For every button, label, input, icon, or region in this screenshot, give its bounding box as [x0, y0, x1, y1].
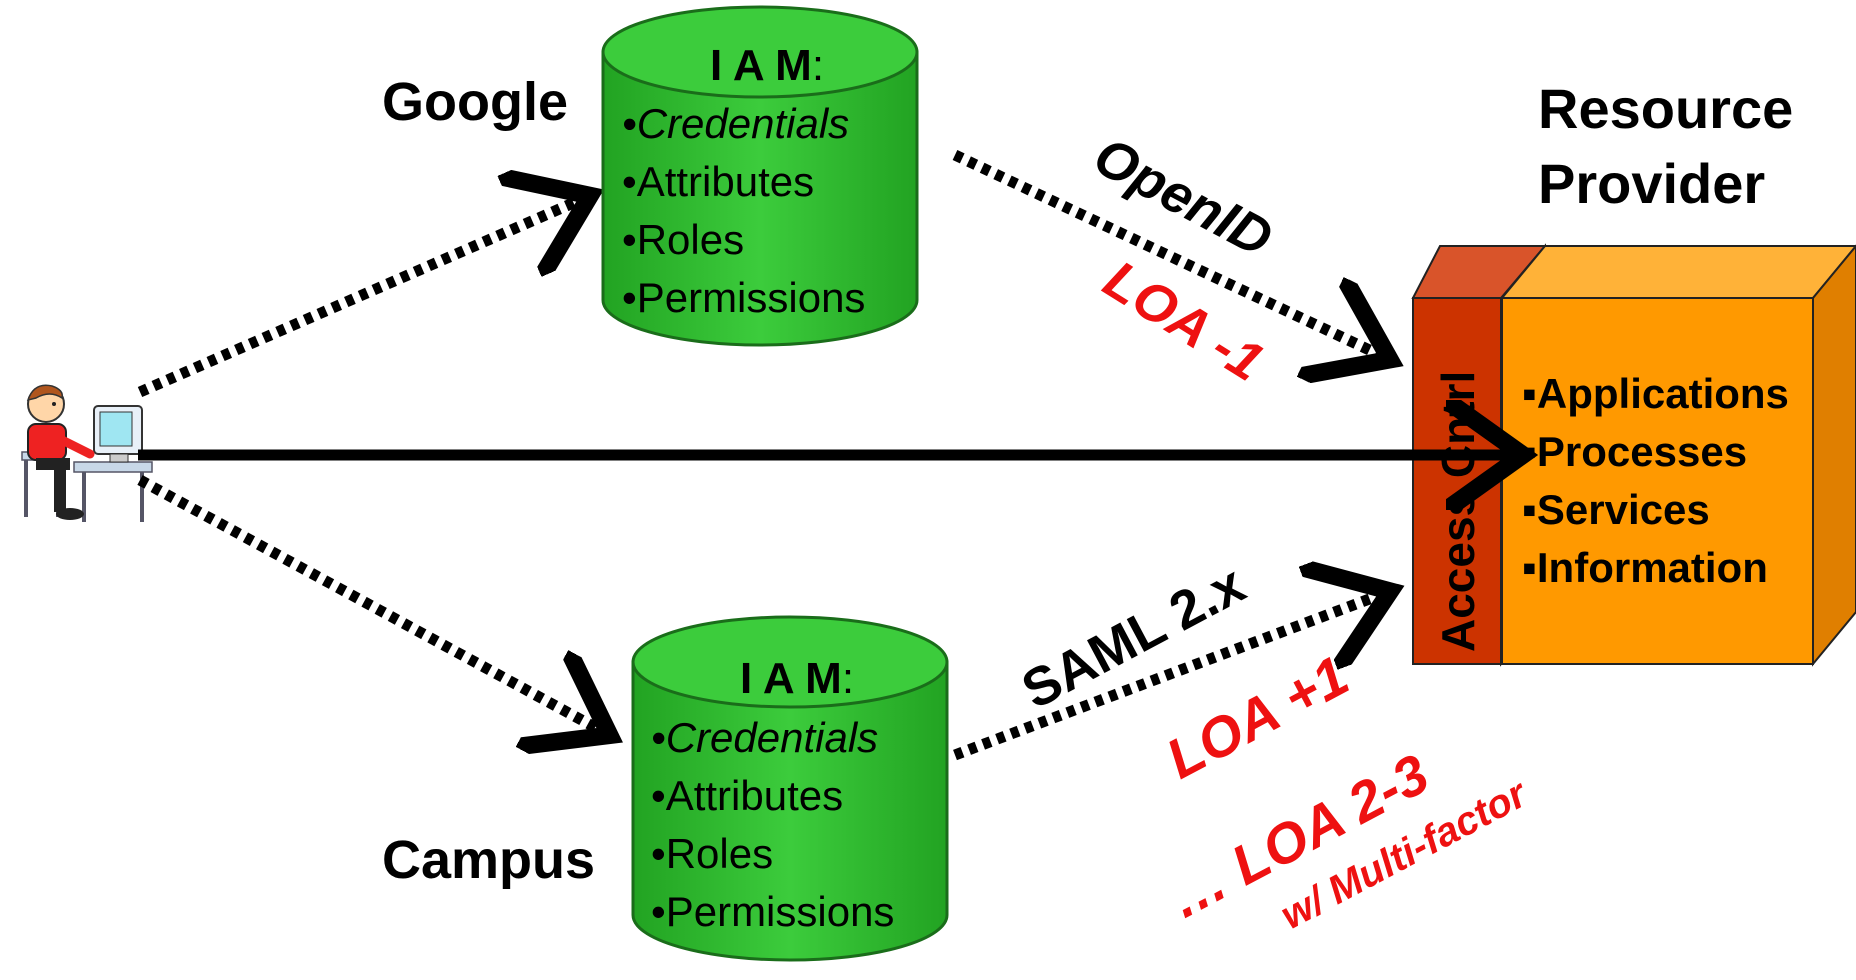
- campus-iam-item: •Permissions: [651, 888, 894, 935]
- resource-item: ▪Processes: [1522, 428, 1747, 475]
- resource-provider-title: Provider: [1538, 152, 1765, 215]
- saml-loa-label: LOA +1: [1156, 643, 1358, 790]
- google-iam-database-icon: [601, 5, 919, 347]
- google-label: Google: [382, 72, 568, 132]
- user-at-computer-icon: [21, 384, 153, 522]
- server-box-icon: [1411, 243, 1856, 667]
- campus-iam-item: •Credentials: [651, 714, 878, 761]
- resource-provider-title: Resource: [1538, 77, 1793, 140]
- campus-to-resource-arrow: [953, 595, 1380, 761]
- google-iam-item: •Permissions: [622, 274, 865, 321]
- openid-loa-label: LOA -1: [1094, 249, 1274, 393]
- campus-iam-item: •Roles: [651, 830, 773, 877]
- resource-item: ▪Services: [1522, 486, 1710, 533]
- campus-iam-database-icon: [631, 615, 949, 962]
- google-iam-item: •Credentials: [622, 100, 849, 147]
- campus-iam-item: •Attributes: [651, 772, 843, 819]
- user-to-campus-arrow: [137, 475, 600, 730]
- google-iam-item: •Attributes: [622, 158, 814, 205]
- campus-label: Campus: [382, 830, 595, 890]
- resource-item: ▪Information: [1522, 544, 1768, 591]
- campus-iam-title: I A M:: [740, 654, 854, 703]
- user-to-google-arrow: [137, 200, 580, 398]
- access-control-label: Access Cntrl: [1432, 371, 1484, 652]
- resource-item: ▪Applications: [1522, 370, 1789, 417]
- saml-label: SAML 2.x: [1012, 554, 1254, 721]
- google-iam-title: I A M:: [710, 41, 824, 90]
- google-iam-item: •Roles: [622, 216, 744, 263]
- google-to-resource-arrow: [952, 150, 1380, 355]
- openid-label: OpenID: [1084, 126, 1282, 269]
